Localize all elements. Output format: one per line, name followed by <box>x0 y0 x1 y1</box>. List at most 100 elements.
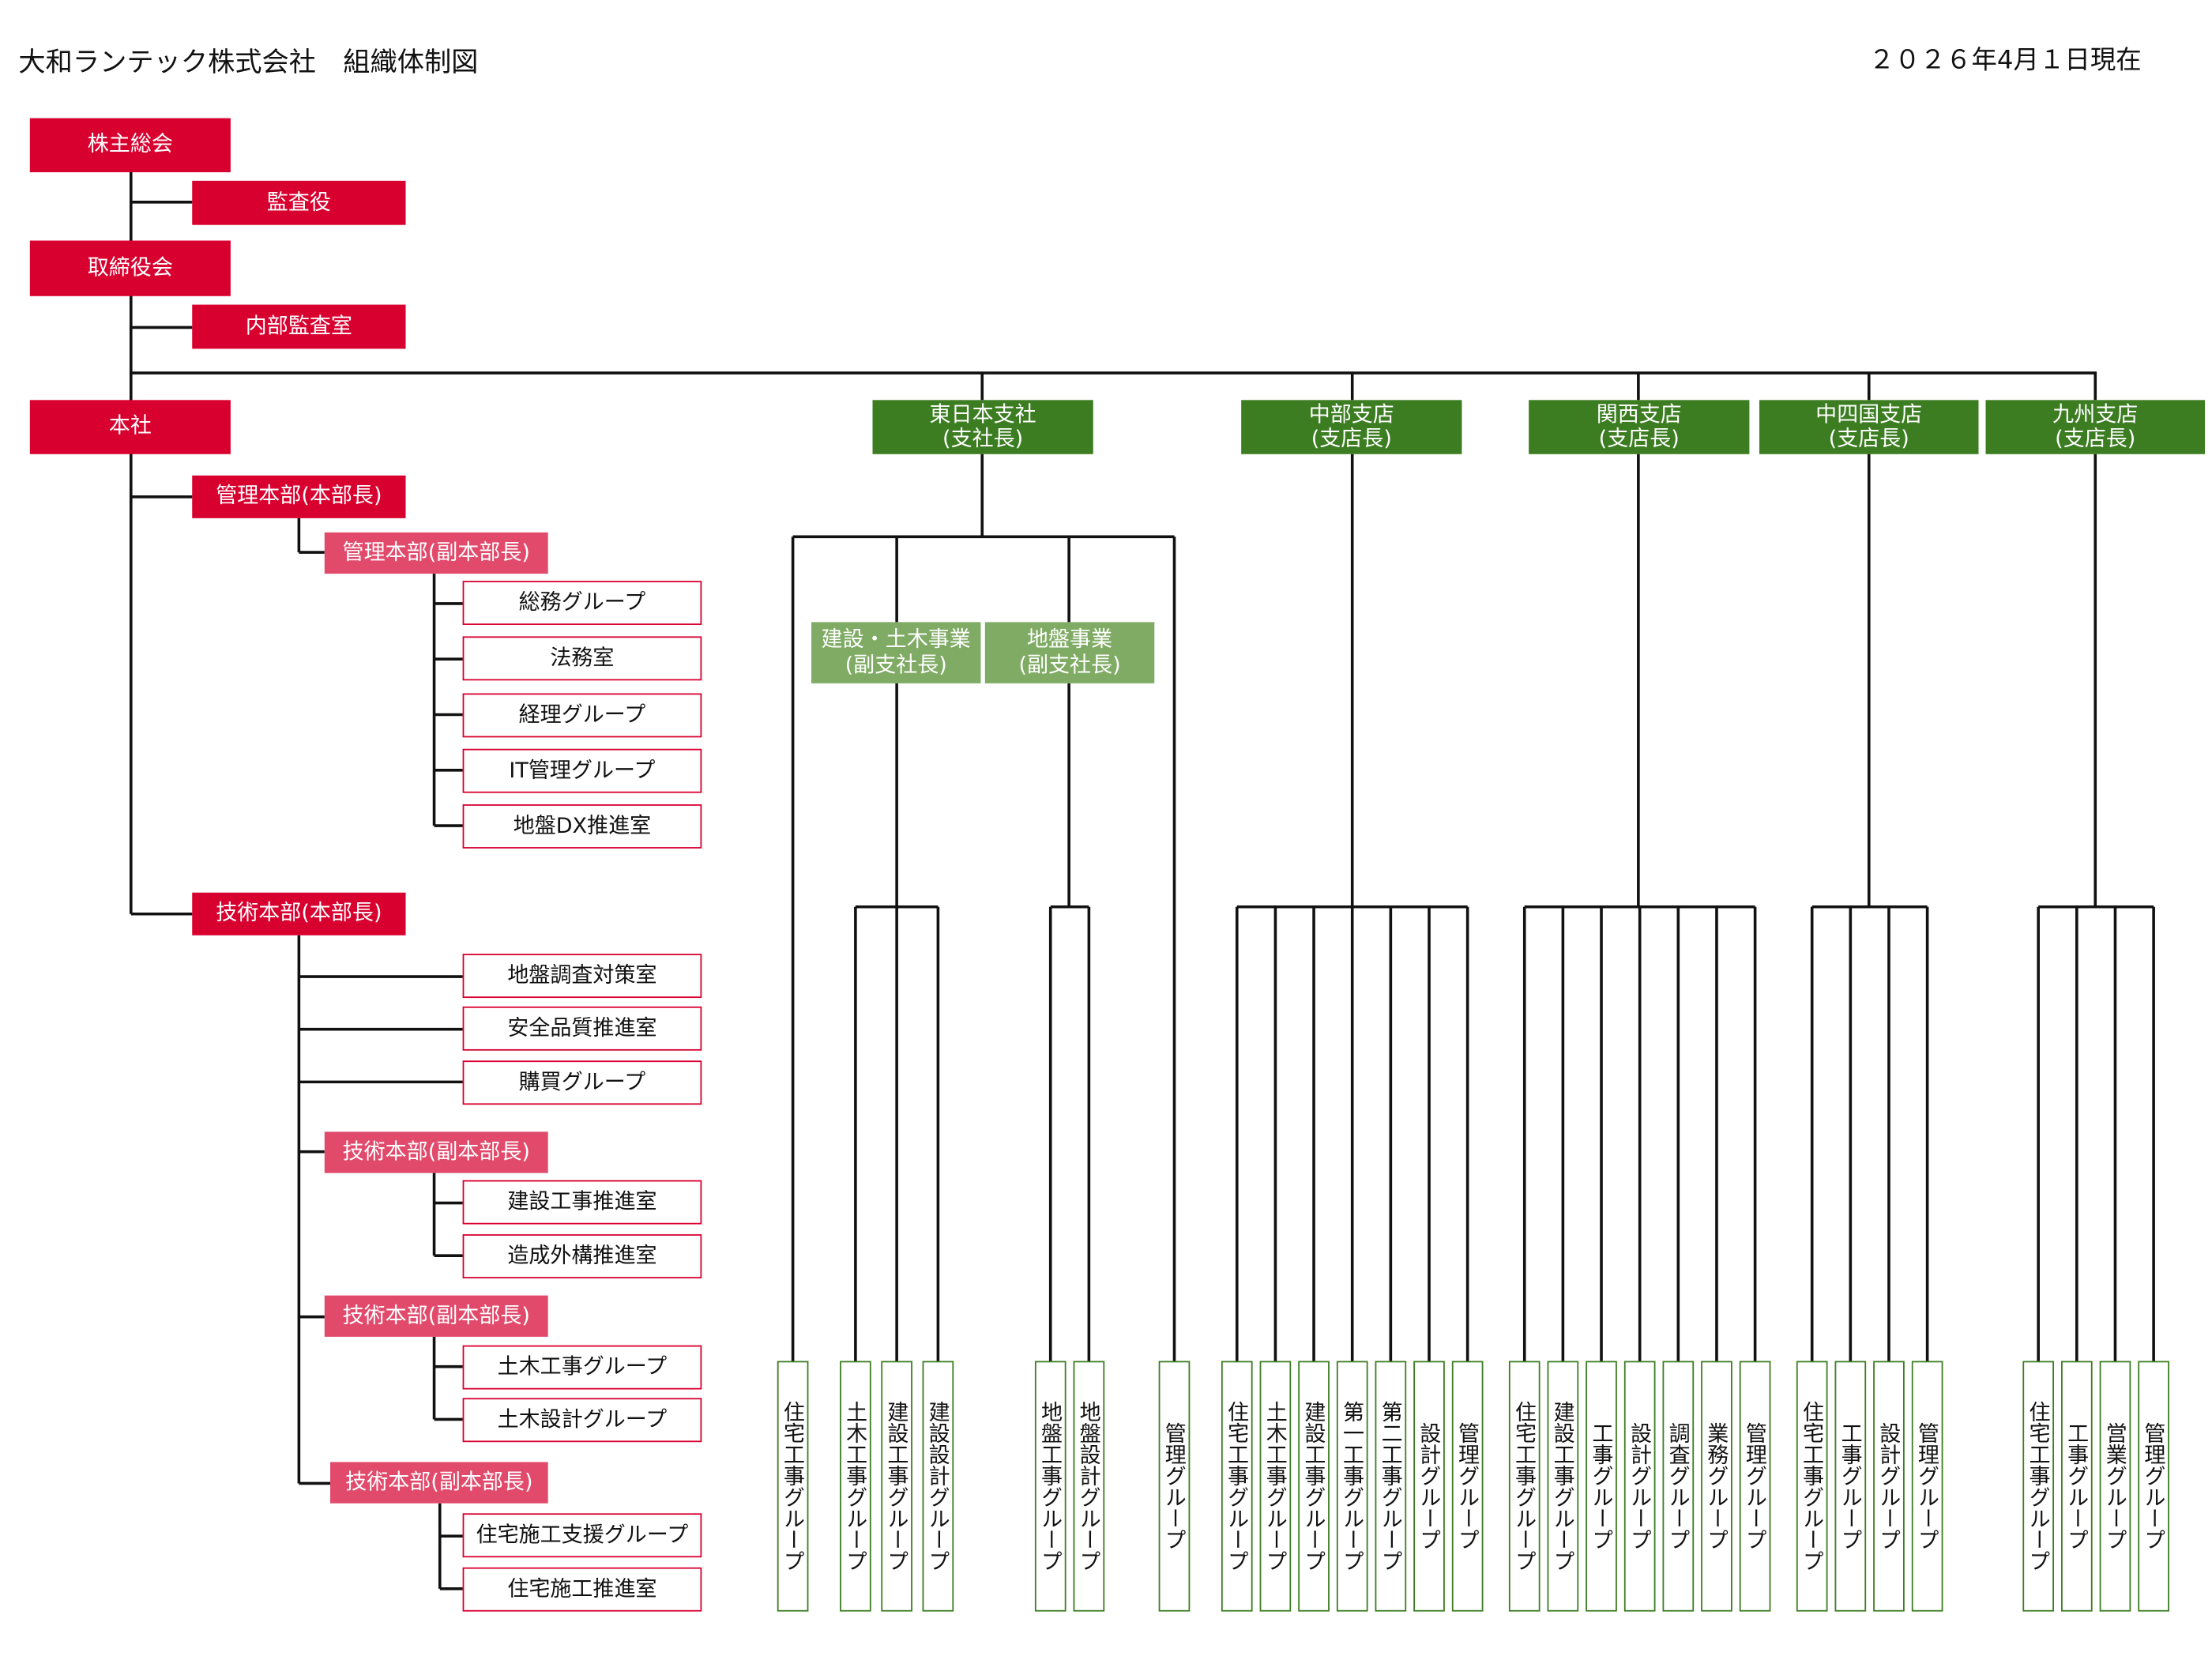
group-label: 調査グループ <box>1666 1421 1692 1551</box>
chushikoku-group-box: 工事グループ <box>1834 1361 1867 1612</box>
kansai-group-box: 設計グループ <box>1623 1361 1656 1612</box>
group-label: 地盤工事グループ <box>1038 1400 1064 1572</box>
division-name: 地盤事業 <box>1026 627 1113 653</box>
tech-deputy-1-box: 技術本部(副本部長) <box>324 1131 548 1173</box>
kansai-group-box: 建設工事グループ <box>1547 1361 1579 1612</box>
chubu-group-box: 住宅工事グループ <box>1221 1361 1253 1612</box>
group-label: 業務グループ <box>1704 1421 1731 1551</box>
chubu-group-box: 第二工事グループ <box>1375 1361 1407 1612</box>
group-label: 住宅工事グループ <box>1512 1400 1538 1572</box>
east-civil-group-box: 建設設計グループ <box>922 1361 954 1612</box>
branch-title: (支社長) <box>942 425 1024 452</box>
tech-office-box: 安全品質推進室 <box>462 1006 702 1051</box>
chubu-branch-box: 中部支店 (支店長) <box>1241 400 1462 454</box>
group-label: 住宅工事グループ <box>2026 1400 2052 1572</box>
branch-name: 中部支店 <box>1308 401 1394 427</box>
tech-deputy-2-group-box: 土木工事グループ <box>462 1345 702 1390</box>
chubu-group-box: 管理グループ <box>1451 1361 1484 1612</box>
auditor-box: 監査役 <box>192 180 406 225</box>
chushikoku-group-box: 設計グループ <box>1873 1361 1905 1612</box>
division-title: (副支社長) <box>845 651 947 677</box>
head-office-box: 本社 <box>29 400 231 454</box>
chubu-group-box: 設計グループ <box>1413 1361 1445 1612</box>
tech-deputy-3-group-box: 住宅施工推進室 <box>462 1567 702 1612</box>
east-japan-branch-box: 東日本支社 (支社長) <box>872 400 1093 454</box>
group-label: 第一工事グループ <box>1340 1400 1366 1572</box>
group-label: 建設工事グループ <box>884 1400 911 1572</box>
kyushu-group-box: 住宅工事グループ <box>2022 1361 2054 1612</box>
admin-division-box: 管理本部(本部長) <box>192 475 406 518</box>
kansai-group-box: 住宅工事グループ <box>1508 1361 1540 1612</box>
admin-group-box: 経理グループ <box>462 693 702 738</box>
tech-division-box: 技術本部(本部長) <box>192 892 406 935</box>
east-group-box: 管理グループ <box>1158 1361 1191 1612</box>
group-label: 土木工事グループ <box>1263 1400 1289 1572</box>
tech-deputy-1-group-box: 造成外構推進室 <box>462 1234 702 1279</box>
admin-group-box: IT管理グループ <box>462 748 702 793</box>
tech-deputy-3-box: 技術本部(副本部長) <box>330 1462 548 1504</box>
group-label: 建設設計グループ <box>926 1400 952 1572</box>
kansai-group-box: 管理グループ <box>1739 1361 1771 1612</box>
admin-group-box: 総務グループ <box>462 581 702 625</box>
group-label: 設計グループ <box>1627 1421 1653 1551</box>
branch-name: 東日本支社 <box>929 401 1036 427</box>
group-label: 住宅工事グループ <box>781 1400 807 1572</box>
kyushu-group-box: 管理グループ <box>2138 1361 2169 1612</box>
group-label: 設計グループ <box>1416 1421 1443 1551</box>
group-label: 第二工事グループ <box>1379 1400 1405 1572</box>
internal-audit-box: 内部監査室 <box>192 304 406 349</box>
kyushu-group-box: 営業グループ <box>2099 1361 2131 1612</box>
division-name: 建設・土木事業 <box>821 627 971 653</box>
branch-name: 九州支店 <box>2052 401 2139 427</box>
group-label: 地盤設計グループ <box>1077 1400 1103 1572</box>
branch-title: (支店長) <box>1311 425 1392 452</box>
kyushu-branch-box: 九州支店 (支店長) <box>1985 400 2205 454</box>
tech-deputy-3-group-box: 住宅施工支援グループ <box>462 1513 702 1558</box>
group-label: 管理グループ <box>1743 1421 1769 1551</box>
group-label: 設計グループ <box>1876 1421 1903 1551</box>
group-label: 工事グループ <box>1589 1421 1616 1551</box>
group-label: 建設工事グループ <box>1551 1400 1577 1572</box>
east-civil-group-box: 土木工事グループ <box>840 1361 871 1612</box>
group-label: 管理グループ <box>1162 1421 1188 1551</box>
tech-office-box: 購買グループ <box>462 1060 702 1105</box>
group-label: 管理グループ <box>1915 1421 1941 1551</box>
admin-group-box: 法務室 <box>462 636 702 681</box>
board-of-directors-box: 取締役会 <box>29 240 231 296</box>
group-label: 工事グループ <box>1838 1421 1864 1551</box>
as-of-date: ２０２６年4月１日現在 <box>1868 45 2142 76</box>
admin-group-box: 地盤DX推進室 <box>462 804 702 849</box>
group-label: 住宅工事グループ <box>1800 1400 1826 1572</box>
chushikoku-branch-box: 中四国支店 (支店長) <box>1759 400 1979 454</box>
ground-business-box: 地盤事業 (副支社長) <box>984 622 1155 683</box>
chushikoku-group-box: 管理グループ <box>1911 1361 1943 1612</box>
chushikoku-group-box: 住宅工事グループ <box>1796 1361 1828 1612</box>
tech-office-box: 地盤調査対策室 <box>462 954 702 999</box>
group-label: 土木工事グループ <box>843 1400 869 1572</box>
kansai-group-box: 業務グループ <box>1701 1361 1732 1612</box>
kansai-group-box: 調査グループ <box>1662 1361 1695 1612</box>
tech-deputy-1-group-box: 建設工事推進室 <box>462 1180 702 1225</box>
branch-title: (支店長) <box>1598 425 1680 452</box>
group-label: 工事グループ <box>2064 1421 2090 1551</box>
east-ground-group-box: 地盤設計グループ <box>1073 1361 1105 1612</box>
group-label: 建設工事グループ <box>1301 1400 1328 1572</box>
admin-deputy-box: 管理本部(副本部長) <box>324 532 548 574</box>
shareholders-meeting-box: 株主総会 <box>29 118 231 173</box>
group-label: 管理グループ <box>1455 1421 1481 1551</box>
branch-title: (支店長) <box>1828 425 1909 452</box>
group-label: 営業グループ <box>2103 1421 2129 1551</box>
kansai-group-box: 工事グループ <box>1586 1361 1617 1612</box>
tech-deputy-2-group-box: 土木設計グループ <box>462 1398 702 1443</box>
chubu-group-box: 建設工事グループ <box>1298 1361 1330 1612</box>
kansai-branch-box: 関西支店 (支店長) <box>1529 400 1750 454</box>
branch-title: (支店長) <box>2055 425 2136 452</box>
east-group-box: 住宅工事グループ <box>777 1361 809 1612</box>
chubu-group-box: 第一工事グループ <box>1336 1361 1368 1612</box>
page-title: 大和ランテック株式会社 組織体制図 <box>18 47 479 79</box>
branch-name: 関西支店 <box>1596 401 1682 427</box>
group-label: 住宅工事グループ <box>1224 1400 1251 1572</box>
tech-deputy-2-box: 技術本部(副本部長) <box>324 1295 548 1337</box>
group-label: 管理グループ <box>2141 1421 2168 1551</box>
